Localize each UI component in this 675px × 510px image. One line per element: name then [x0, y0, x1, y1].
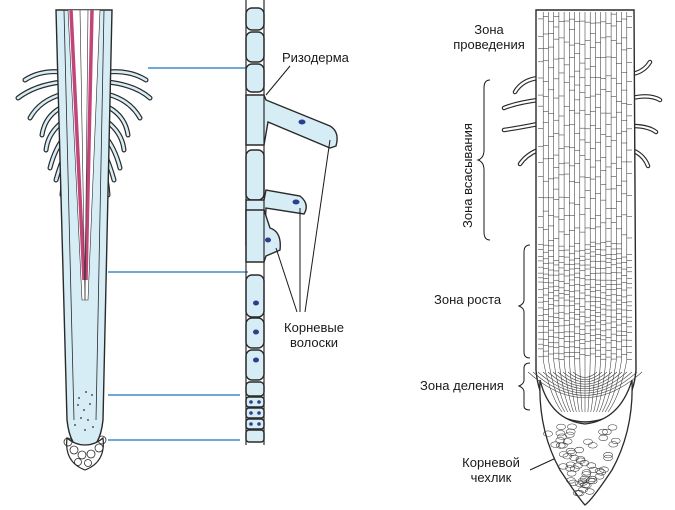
label-zone-growth: Зона роста: [434, 292, 502, 307]
label-leader-lines: [265, 65, 557, 471]
zone-brackets: [476, 79, 531, 411]
root-tip-outline: [535, 9, 637, 423]
root-tip-section: [476, 9, 663, 506]
label-zone-conduction-line2: проведения: [453, 37, 525, 52]
meristem-dots: [74, 391, 94, 431]
label-root-cap: Корневой чехлик: [446, 455, 536, 485]
cell-nuclei: [249, 119, 306, 426]
label-root-hairs: Корневые волоски: [269, 320, 359, 350]
label-root-cap-line1: Корневой: [462, 455, 520, 470]
label-zone-absorption: Зона всасывания: [460, 123, 475, 228]
root-hair-short: [245, 209, 281, 263]
label-root-cap-line2: чехлик: [470, 470, 512, 485]
label-rhizoderm: Ризодерма: [282, 50, 349, 65]
root-tip-cell-pattern: [527, 12, 643, 497]
root-longitudinal-section: [15, 9, 153, 471]
label-root-hairs-line1: Корневые: [284, 320, 344, 335]
zone-guide-lines: [108, 67, 248, 441]
vascular-strand-left: [69, 9, 86, 281]
label-zone-division: Зона деления: [420, 378, 504, 393]
root-tip-cap: [539, 379, 633, 506]
label-zone-conduction-line1: Зона: [474, 22, 504, 37]
label-root-hairs-line2: волоски: [289, 335, 339, 350]
vascular-strand-right: [84, 9, 94, 281]
root-cap-cells: [63, 435, 107, 467]
root-hair-long: [245, 94, 338, 149]
rhizoderm-cell-column: [245, 7, 338, 443]
label-zone-conduction: Зона проведения: [444, 22, 534, 52]
